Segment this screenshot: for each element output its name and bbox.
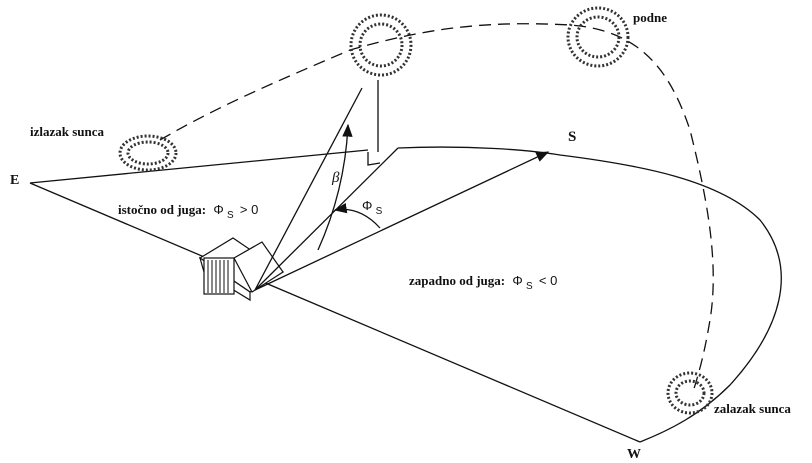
beta-symbol: β — [331, 170, 340, 186]
east-ground-line — [29, 182, 641, 443]
east-horizon-line — [29, 149, 369, 184]
phi-angle-label: Φ S — [362, 198, 383, 217]
noon-label: podne — [633, 10, 667, 25]
sun-path-arc — [159, 23, 714, 396]
noon-sun-icon — [566, 6, 630, 68]
condition-positive: > 0 — [240, 202, 258, 217]
phi-subscript-east: S — [227, 210, 234, 221]
west-label: W — [627, 447, 641, 462]
east-of-south-text: istočno od juga: — [118, 202, 206, 217]
condition-negative: < 0 — [539, 273, 557, 288]
east-label: E — [10, 173, 19, 188]
phi-symbol-angle: Φ — [362, 198, 372, 213]
phi-symbol-east: Φ — [213, 202, 223, 217]
beta-arc — [317, 123, 353, 251]
phi-subscript-west: S — [526, 281, 533, 292]
phi-arc — [333, 203, 381, 229]
sun-ray-line — [254, 87, 363, 291]
sunset-label: zalazak sunca — [714, 401, 791, 416]
south-direction-line — [254, 151, 550, 291]
sunrise-label: izlazak sunca — [30, 124, 105, 139]
sunset-sun-icon — [666, 371, 714, 415]
west-of-south-text: zapadno od juga: — [409, 273, 505, 288]
mid-sun-icon — [349, 13, 413, 77]
west-of-south-label: zapadno od juga: Φ S < 0 — [409, 273, 557, 292]
sunrise-sun-icon — [118, 134, 178, 172]
house-icon — [198, 237, 285, 302]
right-angle-mark — [367, 152, 381, 166]
phi-subscript-angle: S — [376, 206, 383, 217]
east-of-south-label: istočno od juga: Φ S > 0 — [118, 202, 258, 221]
south-label: S — [568, 129, 576, 145]
sun-projection-line — [254, 147, 399, 291]
phi-symbol-west: Φ — [512, 273, 522, 288]
horizon-curve — [397, 146, 782, 443]
